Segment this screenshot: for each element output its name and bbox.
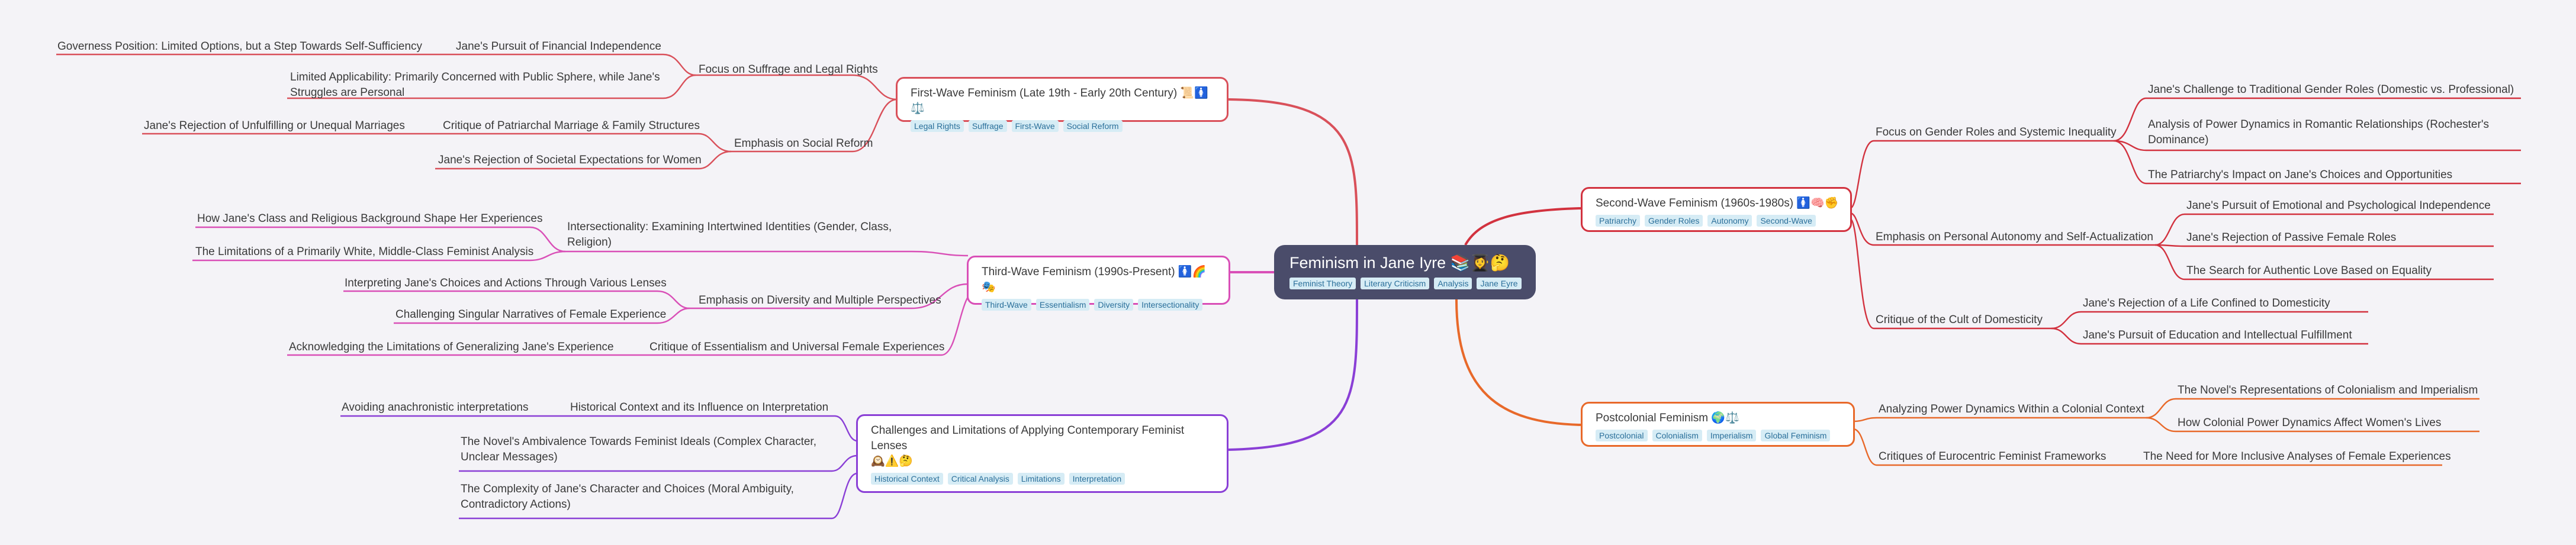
leaf-node[interactable]: The Patriarchy's Impact on Jane's Choice…	[2148, 169, 2453, 181]
topic-tags: Historical Context Critical Analysis Lim…	[871, 473, 1216, 485]
leaf-node[interactable]: The Search for Authentic Love Based on E…	[2186, 265, 2432, 277]
tag[interactable]: Postcolonial	[1596, 430, 1648, 441]
leaf-node[interactable]: Jane's Challenge to Traditional Gender R…	[2148, 83, 2514, 96]
leaf-node[interactable]: Interpreting Jane's Choices and Actions …	[345, 277, 667, 289]
branch-node[interactable]: Emphasis on Diversity and Multiple Persp…	[699, 294, 941, 307]
tag[interactable]: Diversity	[1094, 299, 1134, 311]
branch-node[interactable]: Critique of the Cult of Domesticity	[1876, 314, 2043, 326]
tag[interactable]: Second-Wave	[1757, 215, 1816, 227]
branch-node[interactable]: Analyzing Power Dynamics Within a Coloni…	[1879, 403, 2144, 415]
leaf-node[interactable]: The Need for More Inclusive Analyses of …	[2143, 450, 2451, 463]
leaf-node[interactable]: How Colonial Power Dynamics Affect Women…	[2178, 417, 2442, 429]
topic-third-wave[interactable]: Third-Wave Feminism (1990s-Present) 🚺🌈🎭 …	[967, 256, 1230, 311]
branch-node[interactable]: Intersectionality: Examining Intertwined…	[567, 221, 892, 249]
leaf-node[interactable]: The Limitations of a Primarily White, Mi…	[195, 246, 534, 258]
tag[interactable]: Limitations	[1017, 473, 1065, 485]
topic-second-wave[interactable]: Second-Wave Feminism (1960s-1980s) 🚺🧠✊ P…	[1581, 187, 1852, 232]
tag[interactable]: Essentialism	[1035, 299, 1090, 311]
tag[interactable]: Intersectionality	[1138, 299, 1203, 311]
topic-title: First-Wave Feminism (Late 19th - Early 2…	[911, 87, 1208, 115]
leaf-node[interactable]: Challenging Singular Narratives of Femal…	[395, 308, 667, 321]
topic-tags: Legal Rights Suffrage First-Wave Social …	[911, 120, 1216, 132]
leaf-node[interactable]: Governess Position: Limited Options, but…	[57, 40, 423, 53]
topic-postcolonial[interactable]: Postcolonial Feminism 🌍⚖️ Postcolonial C…	[1581, 402, 1855, 447]
tag[interactable]: Legal Rights	[911, 120, 964, 132]
leaf-node[interactable]: The Novel's Representations of Coloniali…	[2178, 384, 2478, 396]
tag[interactable]: Analysis	[1434, 278, 1472, 289]
tag[interactable]: Jane Eyre	[1477, 278, 1522, 289]
leaf-node[interactable]: Jane's Rejection of Passive Female Roles	[2186, 231, 2397, 244]
tag[interactable]: Colonialism	[1652, 430, 1702, 441]
tag[interactable]: Literary Criticism	[1361, 278, 1430, 289]
topic-icons: 🕰️⚠️🤔	[871, 455, 913, 467]
tag[interactable]: Social Reform	[1063, 120, 1123, 132]
topic-tags: Third-Wave Essentialism Diversity Inters…	[982, 299, 1218, 311]
branch-node[interactable]: The Novel's Ambivalence Towards Feminist…	[461, 436, 816, 463]
branch-node[interactable]: The Complexity of Jane's Character and C…	[461, 483, 794, 511]
topic-challenges[interactable]: Challenges and Limitations of Applying C…	[856, 414, 1228, 493]
topic-title: Second-Wave Feminism (1960s-1980s) 🚺🧠✊	[1596, 197, 1839, 209]
tag[interactable]: Global Feminism	[1761, 430, 1831, 441]
tag[interactable]: Gender Roles	[1645, 215, 1703, 227]
tag[interactable]: Feminist Theory	[1289, 278, 1356, 289]
leaf-node[interactable]: Analysis of Power Dynamics in Romantic R…	[2148, 118, 2489, 146]
tag[interactable]: Interpretation	[1069, 473, 1125, 485]
root-title: Feminism in Jane Iyre 📚👩‍🎓🤔	[1289, 254, 1510, 272]
leaf-node[interactable]: Acknowledging the Limitations of General…	[289, 341, 614, 353]
leaf-node[interactable]: Jane's Pursuit of Financial Independence	[456, 40, 661, 53]
tag[interactable]: First-Wave	[1011, 120, 1059, 132]
topic-first-wave[interactable]: First-Wave Feminism (Late 19th - Early 2…	[896, 77, 1228, 132]
leaf-node[interactable]: Limited Applicability: Primarily Concern…	[290, 71, 660, 99]
leaf-node[interactable]: Critique of Patriarchal Marriage & Famil…	[443, 120, 700, 132]
branch-node[interactable]: Critique of Essentialism and Universal F…	[649, 341, 945, 353]
topic-tags: Postcolonial Colonialism Imperialism Glo…	[1596, 430, 1842, 441]
topic-title: Postcolonial Feminism 🌍⚖️	[1596, 412, 1739, 424]
tag[interactable]: Historical Context	[871, 473, 943, 485]
branch-node[interactable]: Historical Context and its Influence on …	[570, 401, 829, 414]
topic-tags: Patriarchy Gender Roles Autonomy Second-…	[1596, 215, 1839, 227]
edge-root-postcolonial	[1455, 299, 1581, 426]
root-tags: Feminist Theory Literary Criticism Analy…	[1289, 278, 1522, 289]
tag[interactable]: Third-Wave	[982, 299, 1031, 311]
tag[interactable]: Suffrage	[968, 120, 1007, 132]
leaf-node[interactable]: Jane's Rejection of a Life Confined to D…	[2083, 297, 2330, 309]
tag[interactable]: Imperialism	[1706, 430, 1757, 441]
topic-title: Challenges and Limitations of Applying C…	[871, 424, 1185, 452]
edge-root-second-wave	[1464, 207, 1581, 246]
branch-node[interactable]: Emphasis on Personal Autonomy and Self-A…	[1876, 231, 2153, 243]
tag[interactable]: Critical Analysis	[947, 473, 1013, 485]
root-topic[interactable]: Feminism in Jane Iyre 📚👩‍🎓🤔 Feminist The…	[1274, 245, 1536, 299]
leaf-node[interactable]: Jane's Pursuit of Emotional and Psycholo…	[2186, 199, 2491, 212]
branch-node[interactable]: Focus on Suffrage and Legal Rights	[699, 63, 878, 76]
leaf-node[interactable]: How Jane's Class and Religious Backgroun…	[197, 212, 543, 225]
leaf-node[interactable]: Jane's Pursuit of Education and Intellec…	[2083, 329, 2352, 341]
leaf-node[interactable]: Avoiding anachronistic interpretations	[342, 401, 529, 414]
branch-node[interactable]: Emphasis on Social Reform	[734, 137, 873, 150]
edge-root-first-wave	[1228, 98, 1358, 246]
branch-node[interactable]: Focus on Gender Roles and Systemic Inequ…	[1876, 126, 2117, 138]
edge-root-challenges	[1228, 299, 1358, 451]
leaf-node[interactable]: Jane's Rejection of Societal Expectation…	[438, 154, 702, 166]
leaf-node[interactable]: Jane's Rejection of Unfulfilling or Uneq…	[144, 120, 405, 132]
tag[interactable]: Patriarchy	[1596, 215, 1641, 227]
topic-title: Third-Wave Feminism (1990s-Present) 🚺🌈🎭	[982, 266, 1207, 294]
tag[interactable]: Autonomy	[1707, 215, 1752, 227]
branch-node[interactable]: Critiques of Eurocentric Feminist Framew…	[1879, 450, 2107, 463]
